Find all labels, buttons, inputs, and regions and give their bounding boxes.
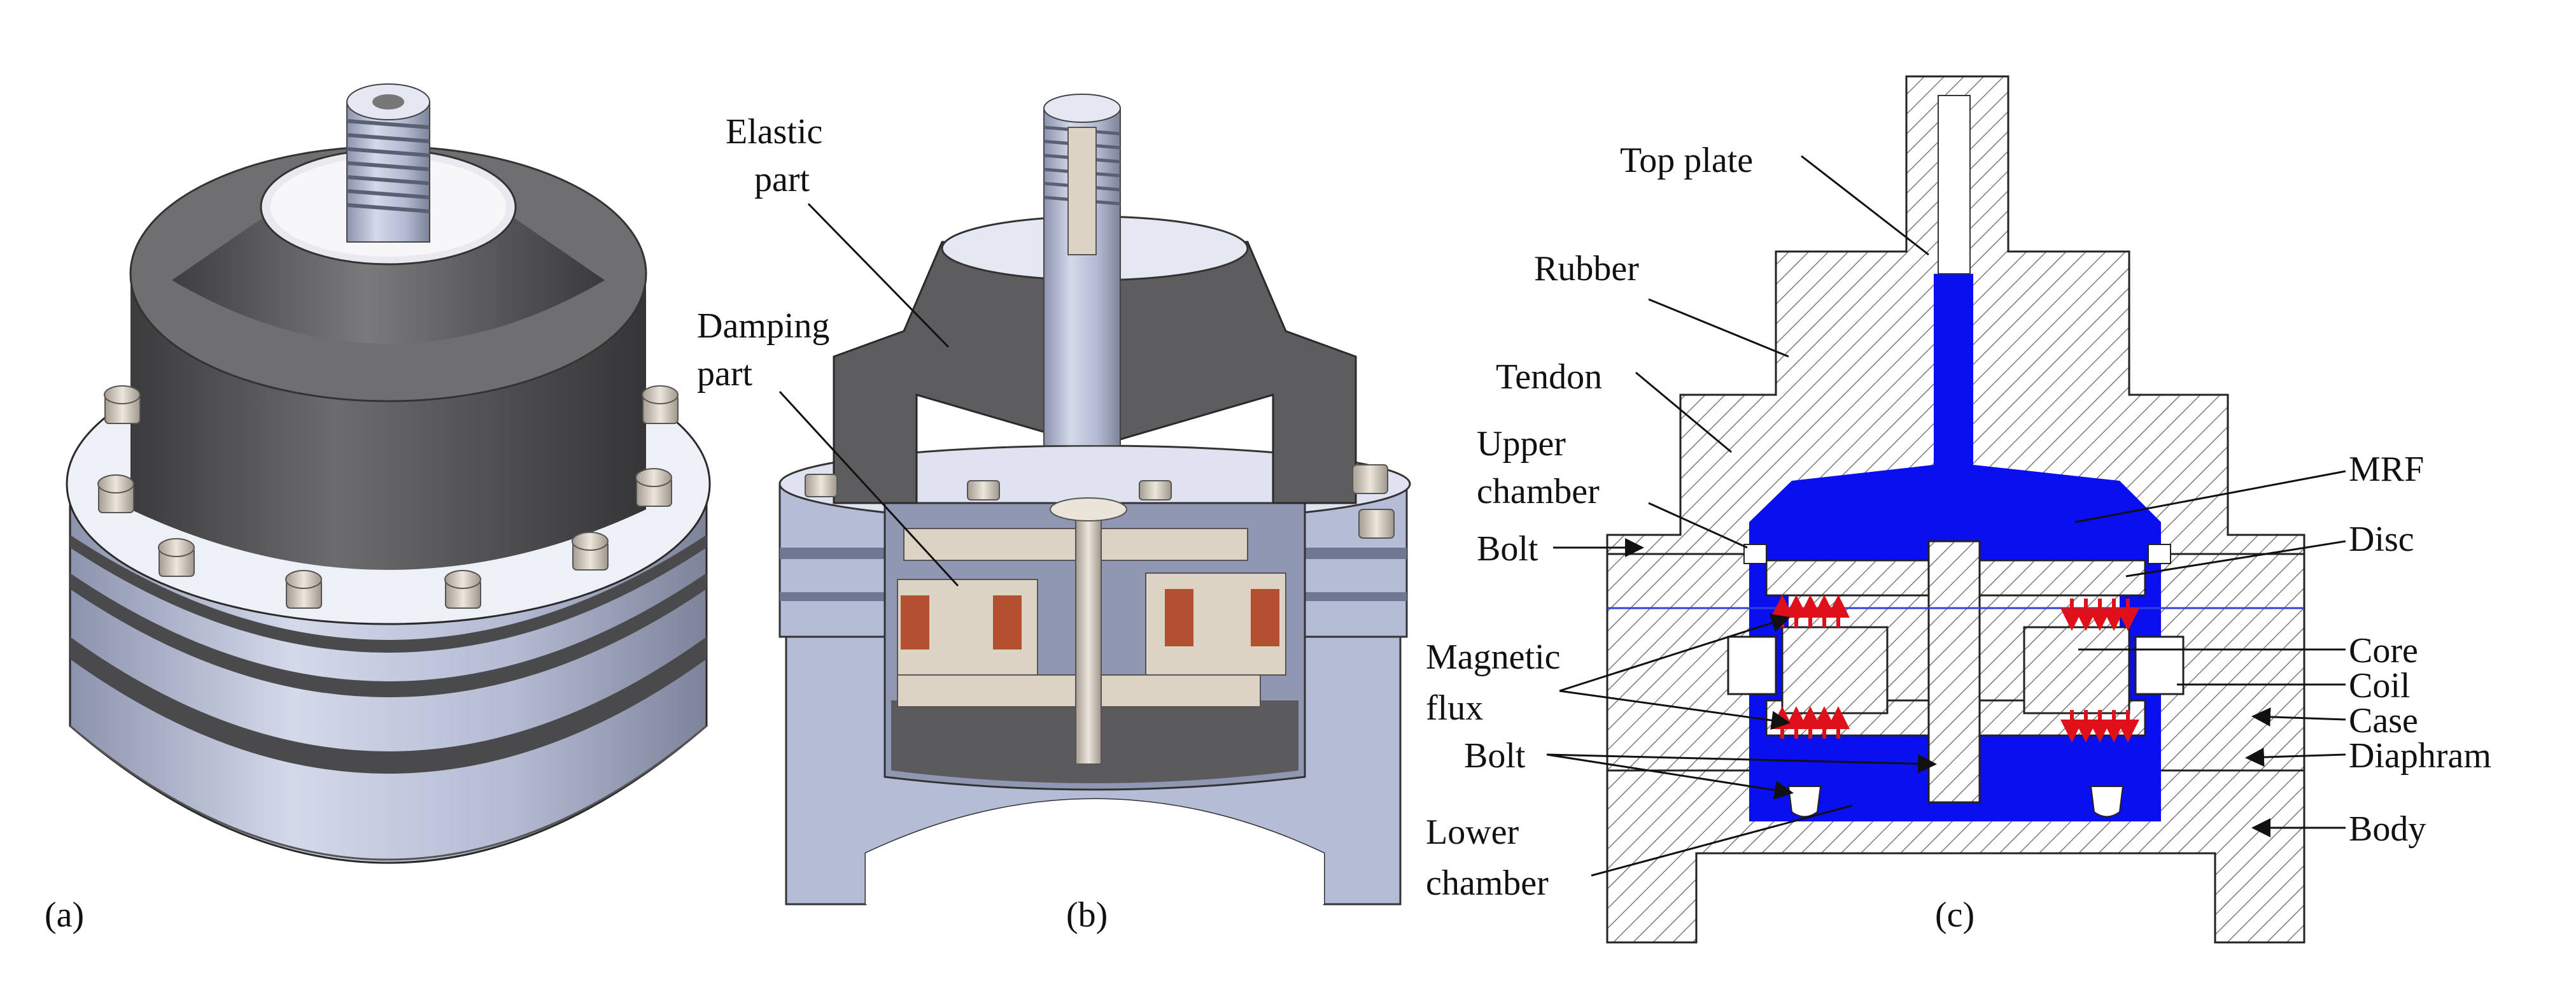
panel-b-tag: (b): [1066, 895, 1108, 935]
leader-bolt-shaft: [1546, 753, 1937, 774]
leader-upper-chamber: [1648, 502, 1748, 549]
label-disc: Disc: [2349, 520, 2414, 559]
label-lower-chamber-line2: chamber: [1426, 863, 1549, 903]
leader-flux-upper: [1559, 613, 1791, 692]
label-coil: Coil: [2349, 666, 2410, 706]
leader-rubber: [1648, 298, 1789, 358]
panel-a-mount-3d: (a): [45, 83, 711, 935]
label-mrf: MRF: [2349, 450, 2424, 489]
panel-a-tag: (a): [45, 895, 84, 935]
label-top-plate: Top plate: [1620, 141, 1753, 180]
leader-elastic-part: [807, 202, 950, 348]
panel-b-cutaway: Elastic part Damping part (b): [697, 94, 1411, 935]
leader-diaphram: [2245, 748, 2346, 767]
label-tendon: Tendon: [1496, 357, 1602, 397]
leader-bolt-lower: [1546, 753, 1794, 800]
label-upper-chamber-line2: chamber: [1477, 472, 1600, 511]
leader-damping-part: [778, 390, 959, 587]
leader-top-plate: [1801, 155, 1929, 256]
label-rubber: Rubber: [1534, 249, 1639, 288]
label-bolt-upper: Bolt: [1477, 529, 1538, 569]
leader-mrf: [2074, 470, 2346, 523]
label-lower-chamber-line1: Lower: [1426, 813, 1519, 852]
flux-arrows: [1771, 595, 2139, 742]
leader-case: [2251, 707, 2346, 727]
label-magnetic-flux-line1: Magnetic: [1426, 637, 1560, 677]
label-damping-part-line1: Damping: [697, 306, 829, 346]
leader-tendon: [1635, 371, 1732, 453]
panel-c-tag: (c): [1935, 895, 1974, 935]
label-case: Case: [2349, 701, 2418, 741]
leader-disc: [2125, 540, 2346, 578]
label-elastic-part-line1: Elastic: [726, 112, 822, 152]
leader-flux-lower: [1559, 690, 1791, 730]
label-upper-chamber-line1: Upper: [1477, 424, 1566, 464]
label-elastic-part-line2: part: [754, 160, 810, 199]
panel-c-cross-section: Top plate Rubber Tendon Upper chamber Bo…: [1426, 75, 2491, 944]
label-diaphram: Diaphram: [2349, 736, 2491, 776]
label-magnetic-flux-line2: flux: [1426, 688, 1483, 728]
label-bolt-lower: Bolt: [1464, 736, 1526, 776]
label-body: Body: [2349, 809, 2426, 849]
label-core: Core: [2349, 631, 2418, 671]
label-damping-part-line2: part: [697, 354, 753, 394]
leader-lower-chamber: [1591, 804, 1853, 877]
